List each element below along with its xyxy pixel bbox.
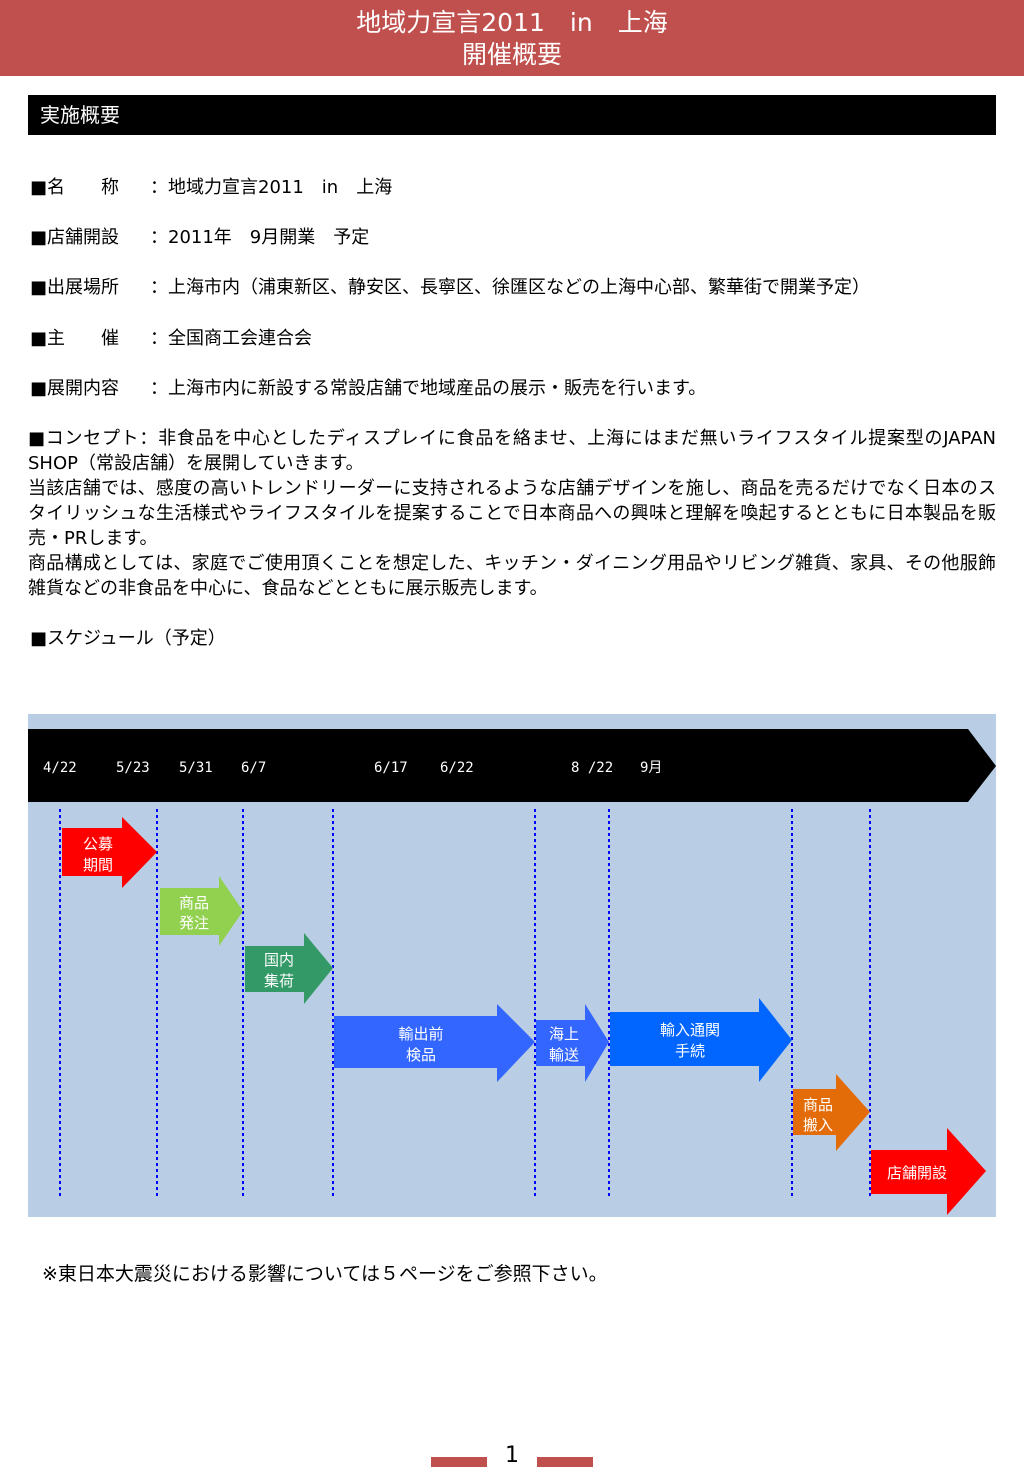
step-label: 集荷 [264, 972, 294, 990]
step-label: 輸送 [549, 1046, 579, 1064]
item-label: ■主 催 [30, 328, 120, 349]
concept-paragraph: ■コンセプト：非食品を中心としたディスプレイに食品を絡ませ、上海にはまだ無いライ… [28, 426, 996, 601]
step-arrow-store-opening [871, 1128, 986, 1215]
step-arrow-delivery [793, 1074, 870, 1151]
date-label: 9月 [640, 760, 662, 776]
step-arrow-customs [610, 998, 792, 1082]
date-label: 8 /22 [571, 760, 613, 776]
schedule-diagram: 4/22 5/23 5/31 6/7 6/17 6/22 8 /22 9月 公募… [28, 714, 996, 1217]
step-label: 店舗開設 [887, 1164, 947, 1182]
document-title: 地域力宣言2011 in 上海 [356, 8, 668, 37]
timeline-arrow [28, 729, 996, 802]
schedule-heading: ■スケジュール（予定） [30, 628, 226, 649]
step-label: 輸出前 [398, 1025, 443, 1043]
section-heading: 実施概要 [28, 95, 996, 135]
date-label: 5/23 [116, 760, 150, 776]
title-banner: 地域力宣言2011 in 上海 開催概要 [0, 0, 1024, 76]
item-content: ■展開内容 ：上海市内に新設する常設店舗で地域産品の展示・販売を行います。 [30, 377, 706, 401]
step-label: 国内 [264, 951, 294, 969]
step-label: 商品 [803, 1096, 833, 1114]
step-arrow-recruitment [62, 817, 157, 888]
item-location: ■出展場所 ：上海市内（浦東新区、静安区、長寧区、徐匯区などの上海中心部、繁華街で… [30, 276, 870, 300]
concept-text-3: 商品構成としては、家庭でご使用頂くことを想定した、キッチン・ダイニング用品やリビ… [28, 553, 996, 599]
date-label: 5/31 [179, 760, 213, 776]
milestone-lines [59, 809, 871, 1198]
item-value: ：全国商工会連合会 [150, 328, 312, 349]
item-name: ■名 称 ：地域力宣言2011 in 上海 [30, 176, 392, 200]
footer-decoration-left [431, 1457, 487, 1467]
date-label: 6/22 [440, 760, 474, 776]
date-label: 6/7 [241, 760, 266, 776]
step-label: 輸入通関 [660, 1021, 720, 1039]
schedule-canvas: 4/22 5/23 5/31 6/7 6/17 6/22 8 /22 9月 公募… [28, 729, 996, 1215]
step-label: 検品 [406, 1046, 436, 1064]
footnote: ※東日本大震災における影響については５ページをご参照下さい。 [42, 1263, 608, 1285]
item-value: ：地域力宣言2011 in 上海 [150, 177, 393, 198]
step-label: 海上 [549, 1025, 579, 1043]
step-arrow-collection [245, 933, 333, 1004]
concept-text-1: ■コンセプト：非食品を中心としたディスプレイに食品を絡ませ、上海にはまだ無いライ… [28, 428, 996, 474]
item-organizer: ■主 催 ：全国商工会連合会 [30, 327, 312, 351]
item-value: ：2011年 9月開業 予定 [150, 227, 370, 248]
item-label: ■名 称 [30, 177, 120, 198]
step-label: 発注 [179, 914, 209, 932]
step-label: 手続 [675, 1042, 705, 1060]
item-label: ■出展場所 [30, 277, 120, 298]
step-label: 期間 [83, 856, 113, 874]
item-value: ：上海市内（浦東新区、静安区、長寧区、徐匯区などの上海中心部、繁華街で開業予定） [150, 277, 870, 298]
item-label: ■店舗開設 [30, 227, 120, 248]
step-label: 商品 [179, 894, 209, 912]
step-arrow-shipping [536, 1004, 609, 1082]
item-label: ■展開内容 [30, 378, 120, 399]
item-store-opening: ■店舗開設 ：2011年 9月開業 予定 [30, 226, 369, 250]
step-arrow-ordering [160, 876, 243, 946]
item-value: ：上海市内に新設する常設店舗で地域産品の展示・販売を行います。 [150, 378, 707, 399]
footer-decoration-right [537, 1457, 593, 1467]
concept-text-2: 当該店舗では、感度の高いトレンドリーダーに支持されるような店舗デザインを施し、商… [28, 478, 996, 549]
date-label: 6/17 [374, 760, 408, 776]
date-label: 4/22 [43, 760, 77, 776]
page-number: 1 [505, 1443, 519, 1468]
step-label: 公募 [83, 835, 113, 853]
step-arrow-inspection [334, 1004, 535, 1082]
document-subtitle: 開催概要 [461, 40, 562, 69]
step-label: 搬入 [803, 1116, 833, 1134]
